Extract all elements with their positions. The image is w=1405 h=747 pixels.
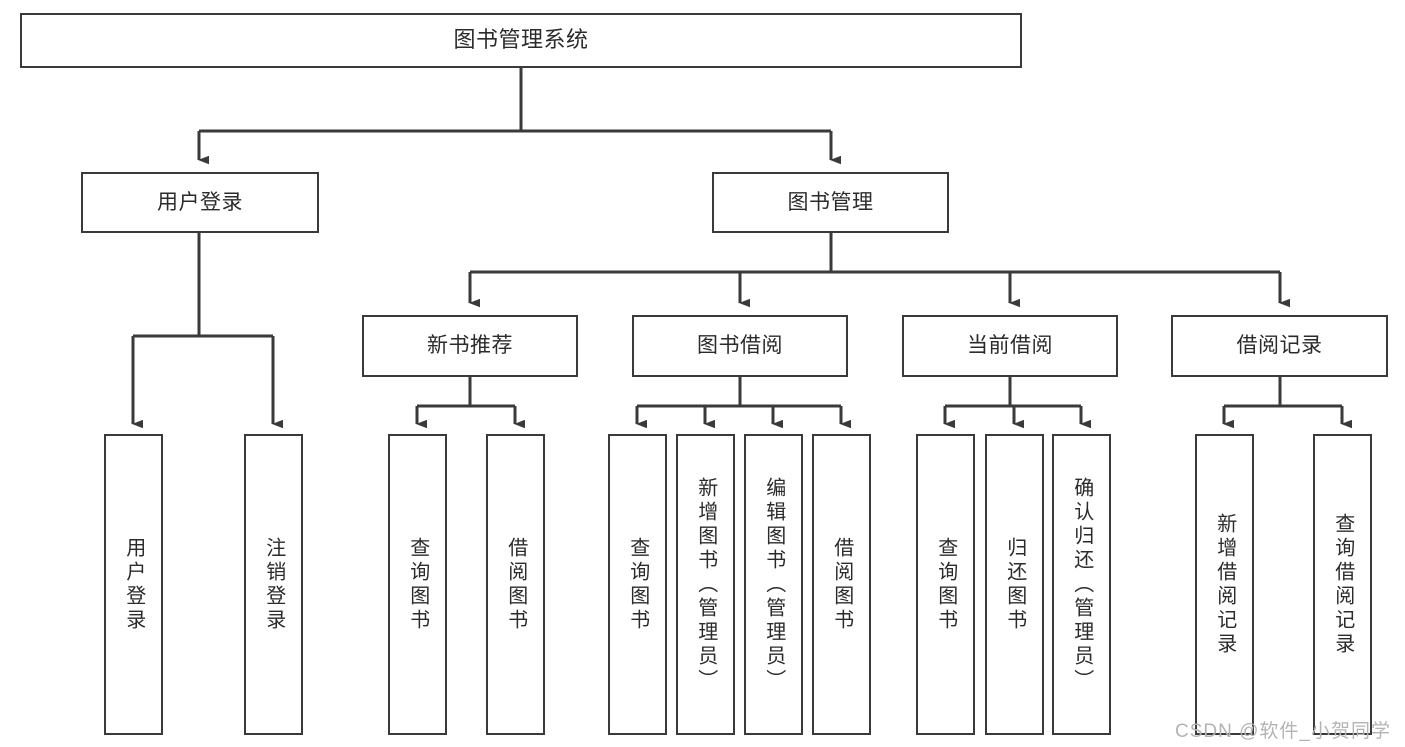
leaf-borrow-borrow-book[interactable]: 借阅图书	[812, 434, 871, 735]
leaf-borrow-add-book-admin[interactable]: 新增图书（管理员）	[676, 434, 735, 735]
node-label: 查询图书	[934, 536, 957, 633]
leaf-user-login-signout[interactable]: 注销登录	[244, 434, 303, 735]
node-label: 确认归还（管理员）	[1070, 476, 1093, 693]
node-label: 编辑图书（管理员）	[762, 476, 785, 693]
node-label: 新增借阅记录	[1213, 512, 1236, 657]
leaf-current-confirm-return-admin[interactable]: 确认归还（管理员）	[1052, 434, 1111, 735]
node-label: 借阅记录	[1236, 334, 1323, 358]
node-label: 图书管理	[787, 190, 874, 214]
node-label: 注销登录	[262, 536, 285, 633]
node-label: 查询图书	[626, 536, 649, 633]
leaf-current-query-book[interactable]: 查询图书	[916, 434, 975, 735]
node-label: 用户登录	[122, 536, 145, 633]
node-label: 查询图书	[406, 536, 429, 633]
watermark-text: CSDN @软件_小贺同学	[1175, 721, 1391, 742]
leaf-current-return-book[interactable]: 归还图书	[985, 434, 1044, 735]
node-label: 图书管理系统	[453, 27, 589, 53]
leaf-record-add-record[interactable]: 新增借阅记录	[1195, 434, 1254, 735]
node-label: 借阅图书	[504, 536, 527, 633]
leaf-borrow-query-book[interactable]: 查询图书	[608, 434, 667, 735]
leaf-user-login-signin[interactable]: 用户登录	[104, 434, 163, 735]
node-book-borrow[interactable]: 图书借阅	[632, 315, 848, 377]
node-label: 新书推荐	[427, 334, 513, 358]
node-book-management[interactable]: 图书管理	[712, 172, 949, 233]
leaf-record-query-record[interactable]: 查询借阅记录	[1313, 434, 1372, 735]
leaf-recommend-query-book[interactable]: 查询图书	[388, 434, 447, 735]
node-current-borrow[interactable]: 当前借阅	[902, 315, 1118, 377]
node-label: 归还图书	[1003, 536, 1026, 633]
leaf-recommend-borrow-book[interactable]: 借阅图书	[486, 434, 545, 735]
node-label: 新增图书（管理员）	[694, 476, 717, 693]
node-label: 当前借阅	[967, 334, 1053, 358]
node-user-login[interactable]: 用户登录	[81, 172, 319, 233]
node-new-book-recommend[interactable]: 新书推荐	[362, 315, 578, 377]
node-label: 查询借阅记录	[1331, 512, 1354, 657]
node-label: 借阅图书	[830, 536, 853, 633]
leaf-borrow-edit-book-admin[interactable]: 编辑图书（管理员）	[744, 434, 803, 735]
node-root-system[interactable]: 图书管理系统	[20, 13, 1022, 68]
node-label: 图书借阅	[697, 334, 783, 358]
node-label: 用户登录	[157, 190, 243, 214]
node-borrow-record[interactable]: 借阅记录	[1171, 315, 1388, 377]
